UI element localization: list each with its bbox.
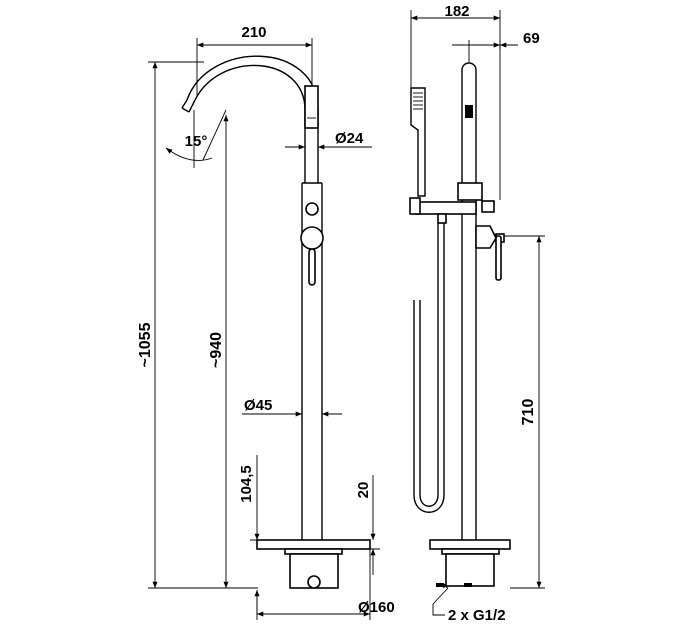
side-dimensions: 182 69 710 2 x G1/2 <box>410 3 545 624</box>
side-hose <box>413 223 445 513</box>
dim-side-offset: 69 <box>523 30 540 47</box>
side-lever <box>475 225 505 281</box>
side-view <box>409 62 511 587</box>
dim-side-width: 182 <box>444 3 469 20</box>
front-view <box>181 55 371 589</box>
front-dimensions: 210 15° Ø24 ~1055 ~940 Ø45 104,5 20 <box>137 24 395 620</box>
dim-lever-height: 710 <box>520 399 537 426</box>
dim-spout-height: ~940 <box>208 332 225 368</box>
front-spout <box>181 55 319 183</box>
dim-overall-height: ~1055 <box>137 322 154 367</box>
dim-pipe-diameter: Ø24 <box>335 130 364 147</box>
side-base <box>429 539 511 587</box>
side-hand-shower <box>410 87 426 197</box>
dim-spout-angle: 15° <box>185 133 208 150</box>
front-base <box>256 539 371 589</box>
dim-base-diameter: Ø160 <box>358 599 395 616</box>
side-diverter <box>409 182 495 224</box>
side-column <box>461 62 477 540</box>
dim-base-height: 104,5 <box>238 465 255 503</box>
dim-connections: 2 x G1/2 <box>448 607 506 624</box>
front-mixer <box>300 202 324 286</box>
dim-base-offset: 20 <box>355 482 372 499</box>
dim-column-diameter: Ø45 <box>244 397 272 414</box>
dim-spout-reach: 210 <box>241 24 266 41</box>
